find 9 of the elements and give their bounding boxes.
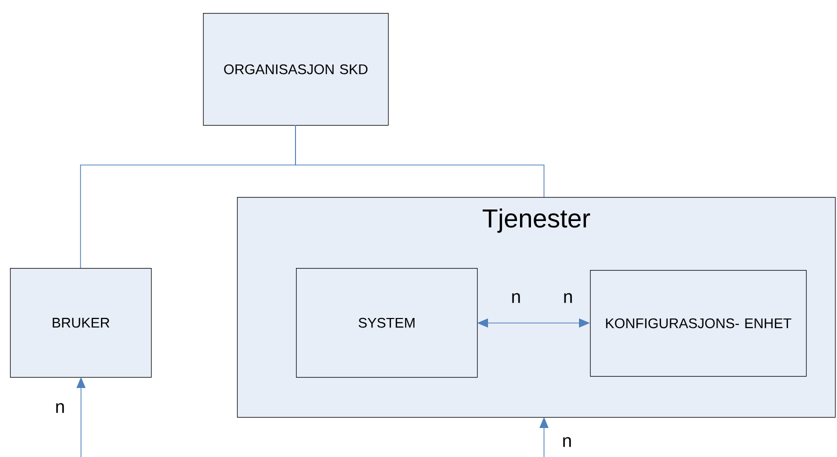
process-box: BRUKER bbox=[10, 268, 152, 378]
multiplicity-label: n bbox=[564, 293, 572, 303]
connector-line bbox=[295, 124, 544, 198]
process-box: SYSTEM bbox=[296, 268, 478, 378]
process-box: ORGANISASJON SKD bbox=[203, 13, 389, 126]
multiplicity-label: n bbox=[512, 293, 520, 303]
process-box: KONFIGURASJONS- ENHET bbox=[590, 270, 807, 377]
edge-label: n bbox=[56, 403, 64, 413]
edge-label: n bbox=[563, 437, 571, 447]
